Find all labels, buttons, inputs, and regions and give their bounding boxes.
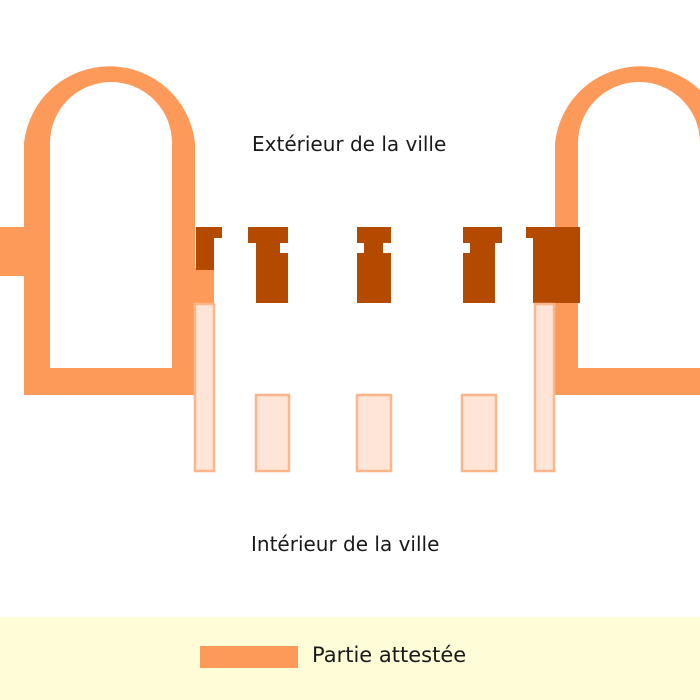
pier-5: [526, 227, 580, 303]
restored-pier-4: [460, 393, 498, 473]
exterior-label: Extérieur de la ville: [252, 132, 447, 156]
restored-pier-2: [254, 393, 291, 473]
left-tower: [0, 66, 214, 395]
legend-swatch-attested: [200, 646, 298, 668]
left-gate-wall: [194, 268, 214, 304]
legend-label-attested: Partie attestée: [312, 643, 467, 667]
right-gate-wall: [554, 300, 578, 390]
pier-3: [357, 227, 391, 303]
right-tower: [554, 66, 700, 395]
gate-piers-interior: [193, 302, 556, 473]
legend: [0, 617, 700, 700]
gate-piers-exterior: [196, 227, 580, 303]
restored-pier-5: [533, 302, 556, 473]
left-tower-wall: [24, 66, 195, 395]
pier-2: [248, 227, 288, 303]
left-wall-stub: [0, 227, 26, 276]
restored-pier-3: [355, 393, 393, 473]
pier-1: [196, 227, 222, 270]
restored-pier-1: [193, 302, 216, 473]
pier-4: [463, 227, 502, 303]
interior-label: Intérieur de la ville: [251, 532, 440, 556]
